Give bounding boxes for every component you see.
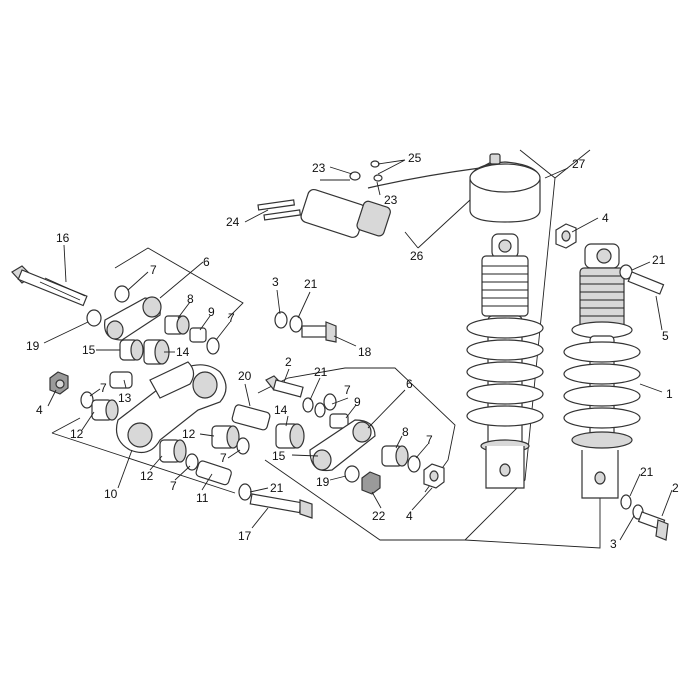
washer-7d <box>185 453 199 471</box>
needle-bearing-12b <box>159 439 187 463</box>
bolt-18 <box>274 311 337 343</box>
callout-4: 4 <box>602 211 609 225</box>
washer-7g <box>407 455 421 473</box>
callout-19: 19 <box>316 475 330 489</box>
reservoir-hose <box>367 159 496 189</box>
callout-8: 8 <box>402 425 409 439</box>
callout-2: 2 <box>285 355 292 369</box>
dog-bone-link-6b <box>309 419 376 472</box>
callout-11: 11 <box>196 491 209 505</box>
callout-6: 6 <box>203 255 210 269</box>
callout-20: 20 <box>238 369 252 383</box>
callout-3: 3 <box>272 275 279 289</box>
callout-4: 4 <box>406 509 413 523</box>
washer-19b <box>344 465 360 483</box>
callout-22: 22 <box>372 509 386 523</box>
bolt-2b <box>620 494 669 541</box>
caps-23-25 <box>349 160 383 182</box>
right-shock-absorber <box>555 223 665 499</box>
callout-labels: 16 19 7 6 8 9 7 15 14 4 7 13 12 10 12 7 … <box>26 151 679 551</box>
bolt-17 <box>238 483 313 519</box>
washer-19 <box>86 309 102 327</box>
callout-5: 5 <box>662 329 669 343</box>
nut-4c <box>555 223 577 249</box>
callout-12: 12 <box>70 427 84 441</box>
spacer-20 <box>231 404 271 431</box>
callout-17: 17 <box>238 529 252 543</box>
long-bolt-16 <box>11 265 88 307</box>
callout-6: 6 <box>406 377 413 391</box>
nut-22 <box>361 471 381 495</box>
screws-24 <box>257 199 302 221</box>
callout-7: 7 <box>220 451 227 465</box>
callout-12: 12 <box>182 427 196 441</box>
callout-9: 9 <box>208 305 215 319</box>
callout-21: 21 <box>270 481 284 495</box>
callout-21: 21 <box>314 365 328 379</box>
bushings-15-14 <box>119 339 170 365</box>
washer-7f <box>323 393 337 411</box>
reservoir-canister-26 <box>469 153 541 223</box>
callout-13: 13 <box>118 391 132 405</box>
washers-21c <box>302 397 326 418</box>
callout-14: 14 <box>176 345 190 359</box>
callout-21: 21 <box>304 277 318 291</box>
callout-7: 7 <box>100 381 107 395</box>
callout-14: 14 <box>274 403 288 417</box>
washer-7b <box>206 337 220 355</box>
callout-7: 7 <box>150 263 157 277</box>
bolt-2a <box>265 375 304 398</box>
callout-12: 12 <box>140 469 154 483</box>
callout-7: 7 <box>170 479 177 493</box>
center-shock-absorber <box>466 233 544 489</box>
callout-15: 15 <box>272 449 286 463</box>
callout-9: 9 <box>354 395 361 409</box>
callout-27: 27 <box>572 157 586 171</box>
callout-21: 21 <box>652 253 666 267</box>
callout-23: 23 <box>384 193 398 207</box>
washer-7a <box>114 285 130 303</box>
leader-lines <box>43 159 673 541</box>
bushing-8b <box>381 445 409 467</box>
bushing-14b <box>275 423 305 449</box>
needle-bearing-12a <box>91 399 119 421</box>
nut-4b <box>423 463 445 489</box>
bushing-8a <box>164 315 190 335</box>
rocker-arm-10 <box>115 361 227 453</box>
spacer-11 <box>195 460 232 486</box>
callout-8: 8 <box>187 292 194 306</box>
spacer-9a <box>189 327 207 343</box>
callout-26: 26 <box>410 249 424 263</box>
callout-7: 7 <box>344 383 351 397</box>
callout-7: 7 <box>426 433 433 447</box>
callout-19: 19 <box>26 339 40 353</box>
callout-2: 2 <box>672 481 679 495</box>
spacer-13 <box>109 371 133 389</box>
callout-25: 25 <box>408 151 422 165</box>
callout-15: 15 <box>82 343 96 357</box>
washer-7c <box>80 391 94 409</box>
spacer-9b <box>329 413 349 429</box>
needle-bearing-12c <box>211 425 240 449</box>
callout-7: 7 <box>228 311 235 325</box>
washer-7e <box>236 437 250 455</box>
callout-24: 24 <box>226 215 240 229</box>
callout-18: 18 <box>358 345 372 359</box>
callout-4: 4 <box>36 403 43 417</box>
callout-23: 23 <box>312 161 326 175</box>
callout-21: 21 <box>640 465 654 479</box>
nut-4a <box>49 371 69 395</box>
callout-3: 3 <box>610 537 617 551</box>
reservoir-cylinder <box>300 179 391 238</box>
callout-16: 16 <box>56 231 70 245</box>
dog-bone-link-6 <box>104 296 162 341</box>
callout-1: 1 <box>666 387 673 401</box>
callout-10: 10 <box>104 487 118 501</box>
